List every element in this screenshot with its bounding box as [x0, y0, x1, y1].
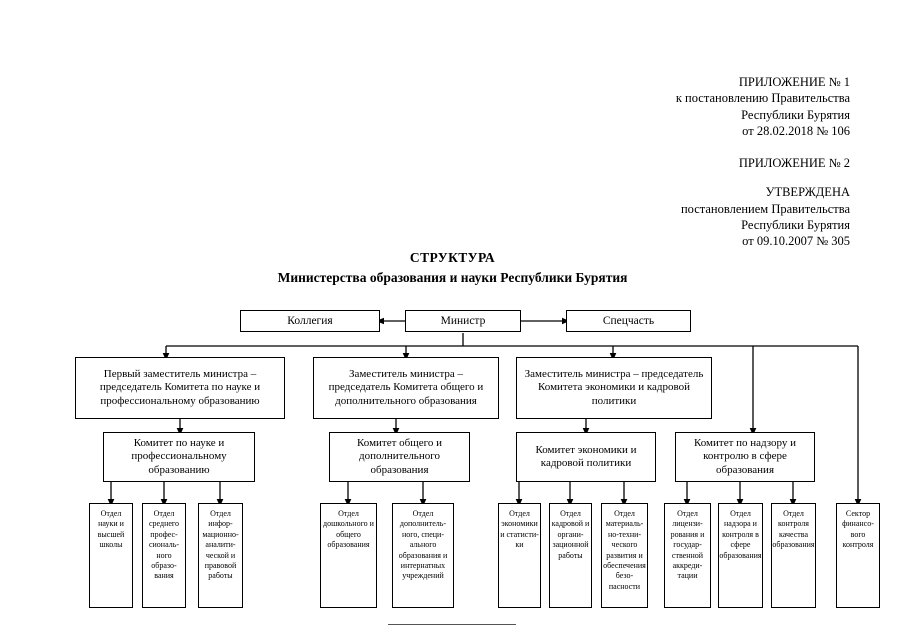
node-kollegia[interactable]: Коллегия: [240, 310, 380, 332]
approved-label: УТВЕРЖДЕНА: [765, 185, 850, 200]
node-deputy-3[interactable]: Заместитель министра – председатель Коми…: [516, 357, 712, 419]
node-committee-3[interactable]: Комитет экономики и кадровой политики: [516, 432, 656, 482]
node-dept-science-higher-school[interactable]: Отдел науки и высшей школы: [89, 503, 133, 608]
appendix-two-title: ПРИЛОЖЕНИЕ № 2: [738, 156, 850, 170]
node-deputy-2[interactable]: Заместитель министра – председатель Коми…: [313, 357, 499, 419]
appendix-two-line4: от 09.10.2007 № 305: [742, 234, 850, 248]
appendix-two-block: ПРИЛОЖЕНИЕ № 2 УТВЕРЖДЕНА постановлением…: [681, 155, 850, 249]
appendix-one-title: ПРИЛОЖЕНИЕ № 1: [738, 75, 850, 89]
footer-divider: [388, 624, 516, 625]
node-dept-material-technical[interactable]: Отдел материаль­но-техни­ческого развити…: [601, 503, 648, 608]
page-title: СТРУКТУРА Министерства образования и нау…: [0, 248, 905, 287]
node-committee-4[interactable]: Комитет по надзору и контролю в сфере об…: [675, 432, 815, 482]
appendix-one-line3: Республики Бурятия: [741, 107, 850, 122]
node-dept-licensing-accreditation[interactable]: Отдел лицензи­рования и государ­ственной…: [664, 503, 711, 608]
node-dept-info-analytical-legal[interactable]: Отдел инфор­мацион­но-аналити­ческой и п…: [198, 503, 243, 608]
node-spetschast[interactable]: Спецчасть: [566, 310, 691, 332]
node-sector-financial-control[interactable]: Сектор финансо­вого контроля: [836, 503, 880, 608]
node-minister[interactable]: Министр: [405, 310, 521, 332]
page-title-line2: Министерства образования и науки Республ…: [277, 269, 628, 285]
node-committee-2[interactable]: Комитет общего и дополнительного образов…: [329, 432, 470, 482]
node-dept-preschool-general[interactable]: Отдел дошкольного и общего образования: [320, 503, 377, 608]
node-committee-1[interactable]: Комитет по науке и профессиональному обр…: [103, 432, 255, 482]
appendix-one-line4: от 28.02.2018 № 106: [742, 123, 850, 138]
appendix-two-line3: Республики Бурятия: [741, 217, 850, 232]
node-deputy-1[interactable]: Первый заместитель министра – председате…: [75, 357, 285, 419]
appendix-two-line2: постановлением Правительства: [680, 201, 850, 216]
node-dept-hr-organizational[interactable]: Отдел кадровой и органи­зацион­ной работ…: [549, 503, 592, 608]
node-dept-supervision-control[interactable]: Отдел надзора и контроля в сфере образо­…: [718, 503, 763, 608]
appendix-one-line2: к постановлению Правительства: [675, 91, 850, 106]
node-dept-quality-control[interactable]: Отдел контроля качества образо­вания: [771, 503, 816, 608]
node-dept-economics-statistics[interactable]: Отдел экономи­ки и статисти­ки: [498, 503, 541, 608]
node-dept-supplementary-special[interactable]: Отдел дополнитель­ного, специ­ального об…: [392, 503, 454, 608]
node-dept-secondary-vocational[interactable]: Отдел среднего профес­сиональ­ного образ…: [142, 503, 186, 608]
appendix-one-block: ПРИЛОЖЕНИЕ № 1 к постановлению Правитель…: [676, 74, 850, 139]
page-title-line1: СТРУКТУРА: [409, 250, 496, 265]
